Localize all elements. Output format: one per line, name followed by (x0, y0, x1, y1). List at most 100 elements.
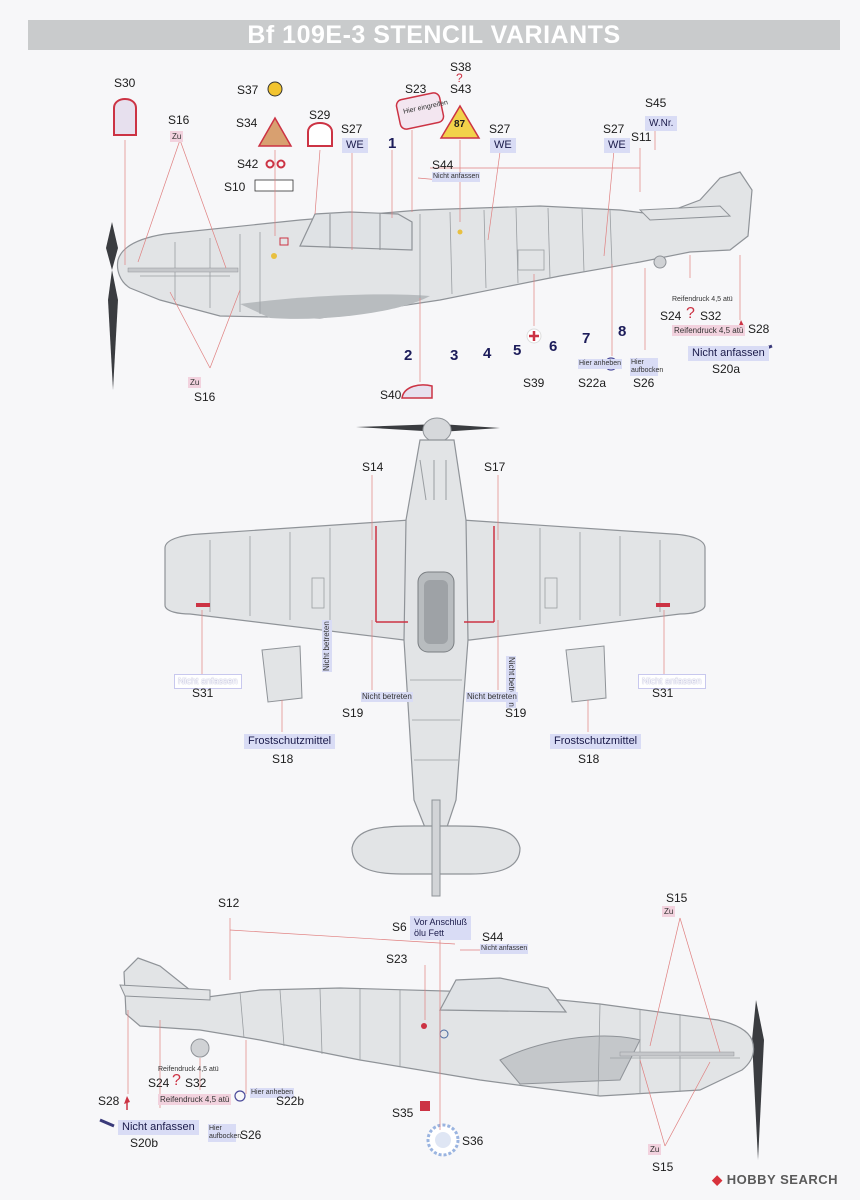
nicht-anfassen-stencil-a: Nicht anfassen (688, 346, 769, 361)
panel-number-7: 7 (582, 330, 591, 347)
page-title: Bf 109E-3 STENCIL VARIANTS (247, 21, 621, 49)
label-s31-left: S31 (192, 686, 214, 700)
label-s37: S37 (237, 83, 259, 97)
label-s15-bottom: S15 (652, 1160, 674, 1174)
label-s31-right: S31 (652, 686, 674, 700)
nicht-betreten-vertical-left: Nicht betreten (322, 620, 332, 672)
hier-anheben-stencil-b: Hier anheben (250, 1088, 295, 1098)
reifendruck-red-a: Reifendruck 4,5 atü (672, 325, 746, 336)
question-mark-b: ? (172, 1072, 181, 1089)
label-s23-bottom: S23 (386, 952, 408, 966)
label-s32-a: S32 (700, 309, 722, 323)
label-s24-a: S24 (660, 309, 682, 323)
label-s18-left: S18 (272, 752, 294, 766)
hier-aufbocken-stencil: Hier aufbocken (630, 358, 664, 376)
side-view-2-aircraft (119, 957, 764, 1160)
reifendruck-stencil-b: Reifendruck 4,5 atü (158, 1066, 219, 1073)
top-leader-lines (201, 475, 665, 732)
label-s44: S44 (432, 158, 454, 172)
label-s11: S11 (631, 130, 652, 144)
label-s38: S38 (450, 60, 472, 74)
zu-stencil-top: Zu (170, 131, 184, 142)
panel-number-3: 3 (450, 347, 459, 364)
nicht-anfassen-white-right: Nicht anfassen (638, 674, 706, 689)
label-s34: S34 (236, 116, 258, 130)
label-s44-bottom: S44 (482, 930, 504, 944)
side-leader-lines (124, 118, 741, 382)
label-s10: S10 (224, 180, 246, 194)
label-s43: S43 (450, 82, 472, 96)
label-s14: S14 (362, 460, 384, 474)
label-s29: S29 (309, 108, 331, 122)
label-s32-bottom: S32 (185, 1076, 207, 1090)
label-s28-a: S28 (748, 322, 770, 336)
zu-stencil-bottom: Zu (188, 377, 202, 388)
we-stencil-a: WE (342, 138, 368, 153)
side2-leader-lines (127, 917, 721, 1147)
watermark: ◆ HOBBY SEARCH (712, 1172, 838, 1188)
nicht-anfassen-small-a: Nicht anfassen (432, 172, 481, 182)
panel-number-5: 5 (513, 342, 522, 359)
fuel-87-stencil: 87 (454, 119, 466, 130)
label-s24-bottom: S24 (148, 1076, 170, 1090)
label-s16-top: S16 (168, 113, 190, 127)
label-s45: S45 (645, 96, 667, 110)
vor-anschluss-text: Vor Anschluß (414, 917, 468, 927)
reifendruck-stencil-a: Reifendruck 4,5 atü (672, 296, 733, 303)
nicht-betreten-left: Nicht betreten (361, 692, 413, 702)
label-s30: S30 (114, 76, 136, 90)
nicht-betreten-right: Nicht betreten (466, 692, 518, 702)
label-s22a: S22a (578, 376, 607, 390)
label-s40: S40 (380, 388, 402, 402)
side-view-decals (113, 81, 773, 399)
nicht-anfassen-white-left: Nicht anfassen (174, 674, 242, 689)
watermark-brand: HOBBY SEARCH (726, 1172, 838, 1187)
label-s18-right: S18 (578, 752, 600, 766)
label-s12: S12 (218, 896, 240, 910)
zu-stencil-s15-bottom: Zu (648, 1144, 662, 1155)
label-s35: S35 (392, 1106, 414, 1120)
panel-number-6: 6 (549, 338, 558, 355)
we-stencil-c: WE (604, 138, 630, 153)
panel-number-8: 8 (618, 323, 627, 340)
side-view-2-decals (99, 1090, 460, 1157)
label-s22b: S22b (276, 1094, 305, 1108)
label-s19-right: S19 (505, 706, 527, 720)
label-s28-bottom: S28 (98, 1094, 120, 1108)
zu-stencil-s15-top: Zu (662, 906, 676, 917)
hier-aufbocken-stencil-b: Hier aufbocken (208, 1124, 242, 1142)
label-s16-bottom: S16 (194, 390, 216, 404)
label-s26-bottom: S26 (240, 1128, 262, 1142)
label-s42: S42 (237, 157, 259, 171)
title-banner: Bf 109E-3 STENCIL VARIANTS (28, 20, 840, 50)
label-s23: S23 (405, 82, 427, 96)
label-s26: S26 (633, 376, 655, 390)
olu-fett-text: ölu Fett (414, 928, 445, 938)
panel-number-2: 2 (404, 347, 413, 364)
we-stencil-b: WE (490, 138, 516, 153)
label-s19-left: S19 (342, 706, 364, 720)
panel-number-1: 1 (388, 135, 397, 152)
label-s20b: S20b (130, 1136, 159, 1150)
reifendruck-red-b: Reifendruck 4,5 atü (158, 1094, 232, 1105)
question-mark-a: ? (686, 305, 695, 322)
watermark-mark: ◆ (712, 1172, 727, 1187)
nicht-anfassen-stencil-b: Nicht anfassen (118, 1120, 199, 1135)
top-view-aircraft (164, 417, 706, 897)
label-s17: S17 (484, 460, 506, 474)
label-s27-c: S27 (603, 122, 625, 136)
label-s6: S6 (392, 920, 407, 934)
panel-number-4: 4 (483, 345, 492, 362)
question-mark-top: ? (456, 71, 463, 85)
label-s27-b: S27 (489, 122, 511, 136)
label-s20a: S20a (712, 362, 741, 376)
label-s39: S39 (523, 376, 545, 390)
label-s15-top: S15 (666, 891, 688, 905)
label-s36: S36 (462, 1134, 484, 1148)
side-view-aircraft (106, 171, 753, 390)
label-s27-a: S27 (341, 122, 363, 136)
nicht-anfassen-small-b: Nicht anfassen (480, 944, 529, 954)
wnr-stencil: W.Nr. (645, 116, 678, 131)
